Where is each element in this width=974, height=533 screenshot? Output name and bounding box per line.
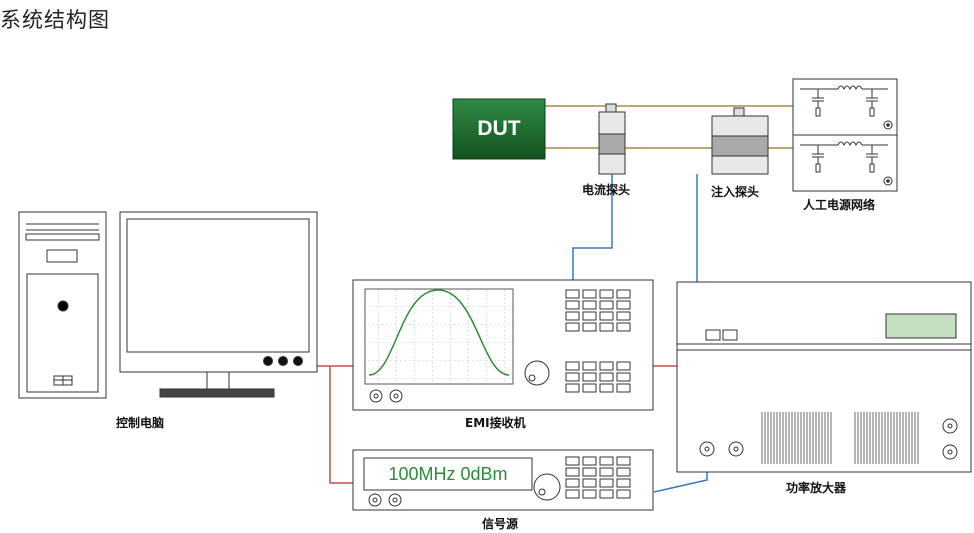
signal-keypad [565, 456, 631, 499]
keypad-key [582, 289, 597, 299]
keypad-key [565, 322, 580, 332]
keypad-key [599, 300, 614, 310]
keypad-key [582, 489, 597, 499]
page-title: 系统结构图 [0, 8, 110, 32]
lisn-label: 人工电源网络 [803, 198, 876, 212]
keypad-key [616, 383, 631, 393]
signal-source-display: 100MHz 0dBm [388, 463, 508, 484]
keypad-key [616, 489, 631, 499]
keypad-key [565, 489, 580, 499]
computer-label: 控制电脑 [116, 416, 165, 430]
keypad-key [582, 456, 597, 466]
keypad-key [565, 311, 580, 321]
keypad-key [599, 361, 614, 371]
power-amplifier-label: 功率放大器 [786, 481, 847, 495]
keypad-key [599, 372, 614, 382]
keypad-key [582, 372, 597, 382]
keypad-key [616, 322, 631, 332]
keypad-key [582, 361, 597, 371]
keypad-key [616, 456, 631, 466]
injection-probe-label: 注入探头 [711, 185, 760, 199]
computer-tower [18, 211, 107, 399]
keypad-key [582, 478, 597, 488]
keypad-key [599, 322, 614, 332]
keypad-key [565, 361, 580, 371]
keypad-key [565, 289, 580, 299]
keypad-key [582, 300, 597, 310]
signal-source-label: 信号源 [482, 517, 519, 531]
keypad-key [565, 383, 580, 393]
keypad-key [582, 311, 597, 321]
keypad-key [616, 361, 631, 371]
keypad-key [599, 383, 614, 393]
keypad-key [599, 467, 614, 477]
keypad-key [582, 467, 597, 477]
keypad-key [599, 311, 614, 321]
amplifier-vents [761, 412, 919, 464]
keypad-key [565, 372, 580, 382]
keypad-key [565, 478, 580, 488]
dut-label: DUT [477, 117, 521, 140]
keypad-key [582, 322, 597, 332]
emi-receiver-label: EMI接收机 [465, 416, 526, 430]
keypad-key [616, 311, 631, 321]
keypad-key [599, 478, 614, 488]
current-probe [598, 103, 626, 175]
keypad-key [616, 467, 631, 477]
lisn [792, 78, 898, 192]
keypad-key [616, 300, 631, 310]
injection-probe [711, 107, 769, 175]
keypad-key [616, 289, 631, 299]
keypad-key [565, 300, 580, 310]
power-amplifier [676, 281, 972, 473]
keypad-key [582, 383, 597, 393]
dut-box [452, 98, 546, 160]
keypad-key [599, 489, 614, 499]
keypad-key [616, 478, 631, 488]
monitor [119, 211, 318, 398]
keypad-key [599, 289, 614, 299]
keypad-key [565, 467, 580, 477]
keypad-key [565, 456, 580, 466]
current-probe-label: 电流探头 [582, 183, 631, 197]
emi-keypad [565, 289, 631, 393]
keypad-key [616, 372, 631, 382]
keypad-key [599, 456, 614, 466]
